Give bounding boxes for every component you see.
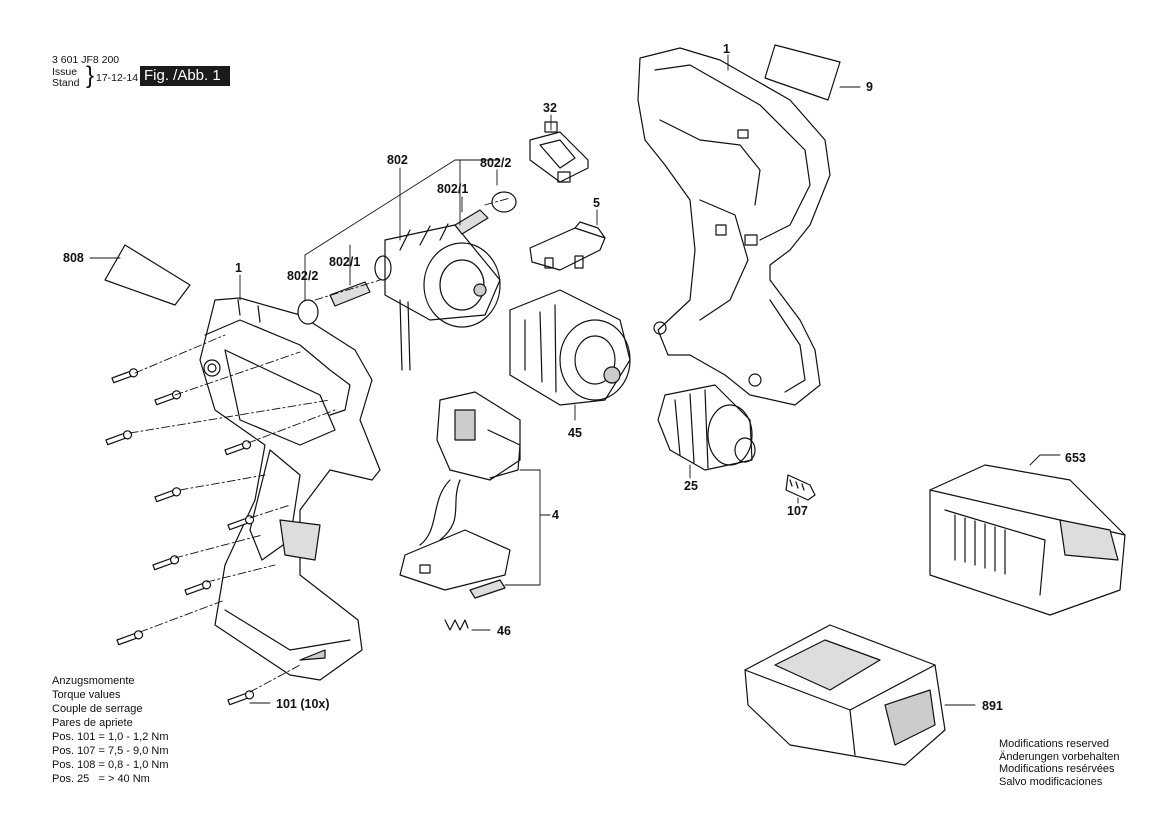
callout-653: 653 [1065,451,1086,465]
callout-802-1-left: 802/1 [329,255,360,269]
callout-802-2-left: 802/2 [287,269,318,283]
torque-row: Pos. 107 = 7,5 - 9,0 Nm [52,744,169,758]
torque-heading-fr: Couple de serrage [52,703,143,715]
motor-part [374,223,501,371]
figure-label: Fig. /Abb. 1 [140,66,230,86]
torque-pos: Pos. 25 [52,773,90,785]
callout-9: 9 [866,80,873,94]
issue-label: Issue [52,66,78,78]
battery-part [744,624,946,766]
torque-row: Pos. 25 = > 40 Nm [52,772,169,786]
callout-25: 25 [684,479,698,493]
brushes-and-caps-parts [297,191,517,325]
leader-lines [89,54,1061,706]
torque-row: Pos. 108 = 0,8 - 1,0 Nm [52,758,169,772]
modifications-fr-2: Modifications resérvées [999,763,1115,775]
torque-pos: Pos. 107 [52,745,96,757]
callout-32: 32 [543,101,557,115]
screw-107-part [785,474,816,501]
chuck-part [657,384,756,471]
torque-pos: Pos. 108 [52,759,96,771]
callout-1-right: 1 [723,42,730,56]
modifications-es: Salvo modificaciones [999,775,1103,788]
torque-values-block: Anzugsmomente Torque values Couple de se… [52,674,169,786]
modifications-de: Änderungen vorbehalten [999,750,1120,763]
label-brace: } [86,62,95,89]
housing-left-part [199,297,381,681]
modifications-fr: Modifications reserved [999,738,1110,750]
stand-label: Stand [52,77,80,89]
torque-heading-de: Anzugsmomente [52,675,135,687]
callout-45: 45 [568,426,582,440]
torque-value: = 7,5 - 9,0 Nm [98,745,169,757]
callout-5: 5 [593,196,600,210]
switch-slider-part [529,221,606,271]
brush-holder-part [529,121,589,183]
torque-heading-en: Torque values [52,689,121,701]
callout-101: 101 (10x) [276,697,330,711]
callout-802: 802 [387,153,408,167]
torque-heading-es: Pares de apriete [52,717,133,729]
switch-assembly-part [399,391,521,599]
callout-1-left: 1 [235,261,242,275]
torque-value: = 1,0 - 1,2 Nm [98,731,169,743]
torque-value: = > 40 Nm [98,773,150,785]
label-9-part [764,44,841,101]
torque-pos: Pos. 101 [52,731,96,743]
housing-right-part [637,47,831,406]
document-number: 3 601 JF8 200 [52,54,120,66]
issue-date: 17-12-14 [96,72,139,84]
screws-101-parts [105,368,255,706]
spring-part [444,619,469,631]
gearbox-part [509,289,631,406]
charger-part [929,464,1126,616]
callout-802-2-top: 802/2 [480,156,511,170]
modifications-notice: Modifications reserved Änderungen vorbeh… [999,738,1119,788]
callout-802-1-top: 802/1 [437,182,468,196]
callout-46: 46 [497,624,511,638]
torque-row: Pos. 101 = 1,0 - 1,2 Nm [52,730,169,744]
callout-4: 4 [552,508,559,522]
callout-808: 808 [63,251,84,265]
torque-value: = 0,8 - 1,0 Nm [98,759,169,771]
label-808-part [104,244,191,306]
callout-107: 107 [787,504,808,518]
callout-891: 891 [982,699,1003,713]
